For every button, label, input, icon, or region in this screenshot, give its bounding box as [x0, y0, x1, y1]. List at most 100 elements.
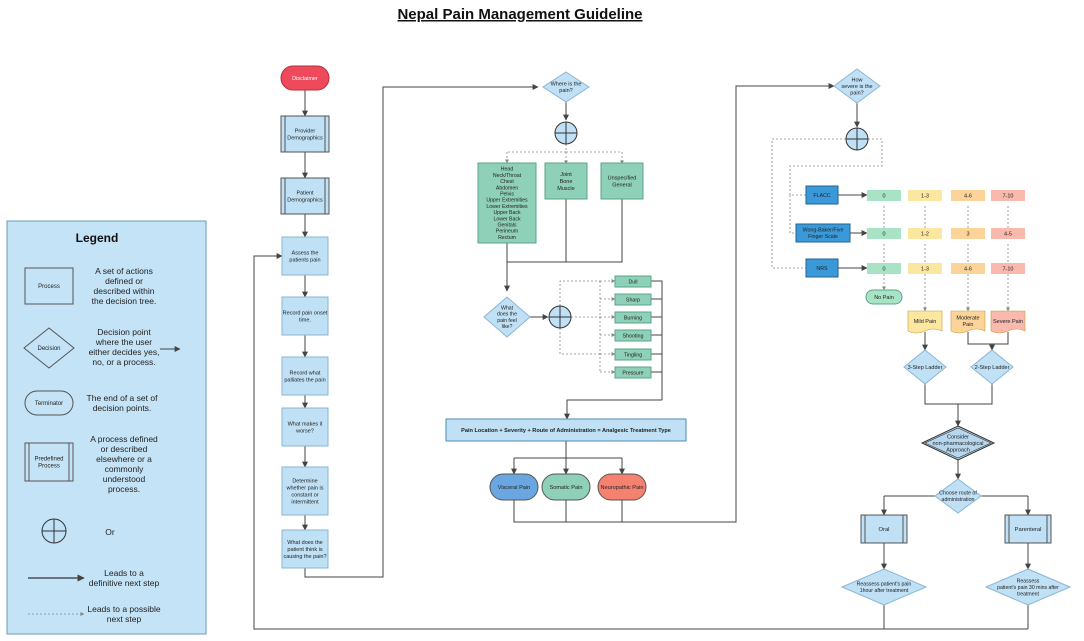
feel-option-5[interactable] — [614, 366, 652, 379]
score-1-1[interactable] — [908, 228, 942, 239]
score-0-1[interactable] — [908, 190, 942, 201]
score-label-0-0: 0 — [882, 193, 885, 199]
legend-or-desc: Or — [105, 527, 115, 537]
legend-decision-shape[interactable] — [23, 327, 75, 369]
score-0-3[interactable] — [991, 190, 1025, 201]
score-2-3[interactable] — [991, 263, 1025, 274]
no-pain-label: No Pain — [874, 295, 894, 301]
consider-inner — [924, 427, 992, 459]
reassess-oral[interactable] — [840, 568, 928, 606]
score-1-3[interactable] — [991, 228, 1025, 239]
disclaimer-terminator[interactable] — [280, 65, 330, 91]
no-pain-terminator[interactable] — [865, 289, 903, 305]
feel-option-label-5: Pressure — [622, 370, 643, 376]
severity-tool-2[interactable] — [805, 258, 839, 278]
line-feel-top — [559, 280, 600, 306]
pain-type-label-1: Somatic Pain — [550, 485, 583, 491]
feel-option-label-1: Sharp — [626, 297, 640, 303]
step-box-5[interactable] — [281, 529, 329, 569]
legend-terminator-label: Terminator — [35, 401, 63, 407]
line-feel-low — [559, 328, 600, 355]
feel-option-3[interactable] — [614, 329, 652, 342]
pain-type-0[interactable] — [489, 473, 539, 501]
summary-formula[interactable] — [445, 418, 687, 442]
pain-level-1[interactable] — [950, 310, 986, 334]
feel-option-0[interactable] — [614, 275, 652, 288]
feel-option-label-3: Shooting — [623, 333, 644, 339]
legend-terminator-shape[interactable] — [24, 390, 74, 416]
step-box-2[interactable] — [281, 356, 329, 396]
feel-option-1[interactable] — [614, 293, 652, 306]
patient-demographics[interactable] — [280, 177, 330, 215]
score-label-0-1: 1-3 — [921, 193, 929, 199]
reassess-parenteral[interactable] — [984, 568, 1072, 606]
score-label-2-1: 1-3 — [921, 266, 929, 272]
score-0-2[interactable] — [951, 190, 985, 201]
location-joint[interactable] — [544, 162, 588, 200]
feel-option-label-0: Dull — [628, 279, 637, 285]
ladder-0[interactable] — [903, 349, 947, 385]
location-body-regions[interactable] — [477, 162, 537, 244]
severity-tool-0[interactable] — [805, 185, 839, 205]
summary-formula-label: Pain Location + Severity + Route of Admi… — [461, 428, 671, 434]
route-decision[interactable] — [934, 478, 982, 514]
legend-predefined-shape[interactable] — [24, 442, 74, 482]
pain-level-2[interactable] — [990, 310, 1026, 334]
location-decision[interactable] — [542, 71, 590, 103]
score-2-0[interactable] — [867, 263, 901, 274]
location-unspecified[interactable] — [600, 162, 644, 200]
score-0-0[interactable] — [867, 190, 901, 201]
arrow-severe-ladder — [989, 332, 1009, 351]
arrow-to-severity — [622, 83, 835, 523]
provider-demographics[interactable] — [280, 115, 330, 153]
pain-type-2[interactable] — [597, 473, 647, 501]
feel-option-2[interactable] — [614, 311, 652, 324]
severity-tool-label-0: FLACC — [813, 193, 831, 199]
pain-level-label-0: Mild Pain — [914, 319, 937, 325]
legend-process-shape[interactable] — [24, 267, 74, 305]
step-box-4[interactable] — [281, 466, 329, 516]
line-ladders-merge — [924, 384, 993, 405]
pain-level-0[interactable] — [907, 310, 943, 334]
route-parenteral[interactable] — [1004, 514, 1052, 544]
feel-option-4[interactable] — [614, 348, 652, 361]
severity-tool-1[interactable] — [795, 223, 851, 243]
ladder-1[interactable] — [970, 349, 1014, 385]
ladder-label-0: 3-Step Ladder — [908, 365, 943, 371]
route-oral[interactable] — [860, 514, 908, 544]
step-box-3[interactable] — [281, 407, 329, 447]
score-2-1[interactable] — [908, 263, 942, 274]
route-parenteral-label: Parenteral — [1015, 527, 1042, 533]
feel-option-label-4: Tingling — [624, 352, 642, 358]
score-1-0[interactable] — [867, 228, 901, 239]
consider-decision[interactable] — [920, 425, 996, 461]
step-box-0[interactable] — [281, 236, 329, 276]
step-box-1[interactable] — [281, 296, 329, 336]
feel-decision[interactable] — [483, 296, 531, 338]
arrow-loop-back-assess — [253, 253, 1028, 630]
pain-type-1[interactable] — [541, 473, 591, 501]
line-mod-ladder — [967, 332, 992, 345]
score-1-2[interactable] — [951, 228, 985, 239]
severity-decision[interactable] — [833, 68, 881, 104]
score-2-2[interactable] — [951, 263, 985, 274]
